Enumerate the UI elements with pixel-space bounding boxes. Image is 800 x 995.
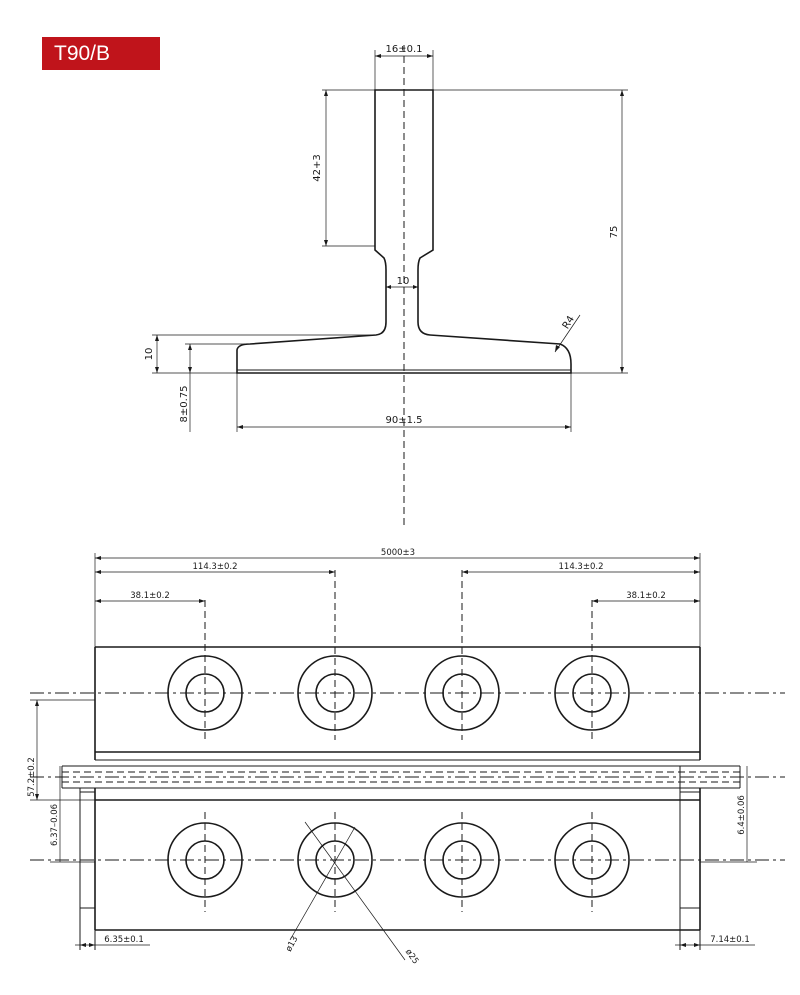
radius-label: R4 xyxy=(561,314,577,331)
total-height-label: 75 xyxy=(609,226,620,239)
tongue-depth-right-label: 6.4±0.06 xyxy=(737,795,747,835)
lower-bolt-holes xyxy=(167,812,630,912)
first-hole-offset-right-label: 38.1±0.2 xyxy=(626,591,666,601)
tongue-length-left-label: 6.35±0.1 xyxy=(104,935,144,945)
hole-diameter-label: ø13 xyxy=(284,935,300,954)
flange-thickness-label: 10 xyxy=(144,348,155,361)
first-hole-offset-left-label: 38.1±0.2 xyxy=(130,591,170,601)
base-thickness-label: 8±0.75 xyxy=(179,385,190,422)
tongue-depth-left-label: 6.37–0.06 xyxy=(50,804,60,846)
model-badge: T90/B xyxy=(42,37,160,70)
rail-plan-view: ø13 ø25 5000±3 114.3±0.2 114.3±0.2 38.1±… xyxy=(27,548,785,966)
hole-pitch-left-label: 114.3±0.2 xyxy=(193,562,238,572)
profile-outline xyxy=(236,89,572,374)
length-label: 5000±3 xyxy=(381,548,415,558)
hole-pitch-right-label: 114.3±0.2 xyxy=(559,562,604,572)
rail-profile: 16±0.1 42+3 75 10 R4 10 xyxy=(144,44,628,525)
neck-width-label: 10 xyxy=(397,276,410,287)
overall-width-label: 57.2±0.2 xyxy=(27,757,37,797)
upper-bolt-holes xyxy=(167,570,630,740)
head-width-label: 16±0.1 xyxy=(385,44,422,55)
counterbore-diameter-label: ø25 xyxy=(403,947,420,966)
tongue-length-right-label: 7.14±0.1 xyxy=(710,935,750,945)
head-height-label: 42+3 xyxy=(312,154,323,181)
base-width-label: 90±1.5 xyxy=(385,415,422,426)
